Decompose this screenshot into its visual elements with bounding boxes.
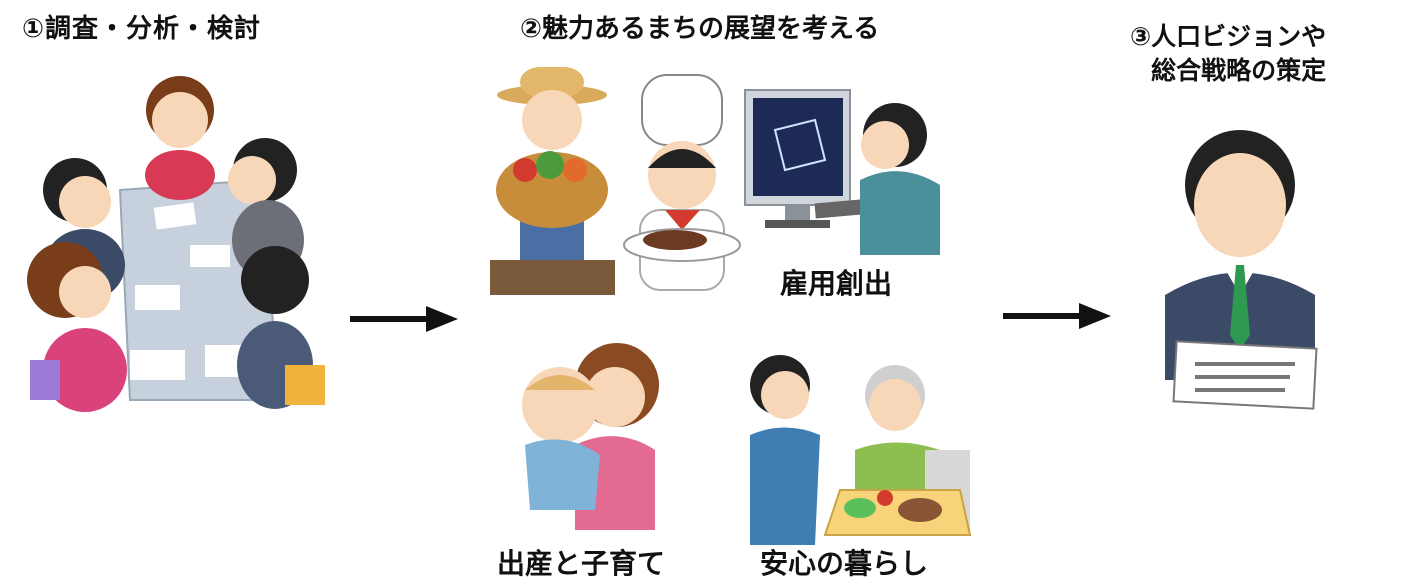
- step3-label-line2: 総合戦略の策定: [1151, 56, 1327, 85]
- caption-living: 安心の暮らし: [760, 547, 929, 580]
- computer-worker-icon: [744, 89, 940, 255]
- caption-employment: 雇用創出: [780, 267, 893, 300]
- chef-icon: [623, 74, 741, 291]
- mother-baby-icon: [522, 343, 659, 530]
- arrow-right-icon: [350, 306, 458, 332]
- step1-label: ①調査・分析・検討: [22, 14, 262, 44]
- meeting-people-icon: [27, 76, 325, 412]
- caregiver-elder-icon: [750, 355, 972, 545]
- step2-label: ②魅力あるまちの展望を考える: [520, 14, 880, 44]
- step3-label-line1: ③人口ビジョンや: [1130, 22, 1327, 51]
- farmer-icon: [490, 67, 615, 295]
- step3-label: ③人口ビジョンや 総合戦略の策定: [1130, 20, 1326, 88]
- caption-childbirth: 出産と子育て: [497, 547, 666, 580]
- official-document-icon: [1165, 130, 1318, 410]
- arrow-right-icon: [1003, 303, 1111, 329]
